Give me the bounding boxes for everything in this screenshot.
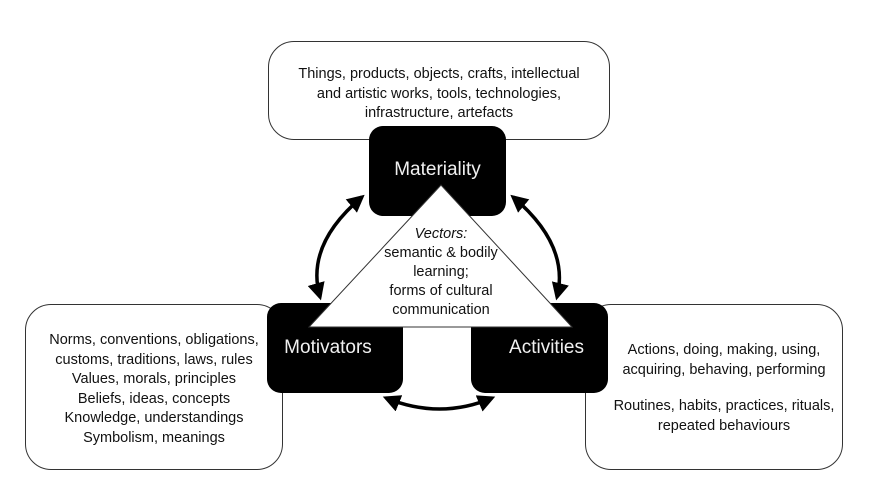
desc-line: infrastructure, artefacts (364, 105, 514, 121)
motivators-description-box: Norms, conventions, obligations, customs… (25, 304, 283, 470)
vectors-line: forms of cultural (389, 283, 493, 299)
desc-line: Norms, conventions, obligations, (49, 332, 259, 348)
materiality-label: Materiality (394, 159, 481, 180)
materiality-description: Things, products, objects, crafts, intel… (269, 65, 609, 124)
motivators-description: Norms, conventions, obligations, customs… (26, 331, 282, 448)
motivators-label: Motivators (284, 337, 372, 358)
desc-line: customs, traditions, laws, rules (55, 351, 253, 368)
vectors-line: communication (392, 302, 490, 318)
desc-line: Beliefs, ideas, concepts (77, 390, 231, 407)
desc-line: Routines, habits, practices, rituals, (613, 398, 835, 414)
activities-description: Actions, doing, making, using, acquiring… (606, 341, 842, 436)
activities-description-box: Actions, doing, making, using, acquiring… (585, 304, 843, 470)
arrow-materiality-motivators (307, 194, 365, 301)
activities-label: Activities (509, 337, 584, 358)
desc-line: Values, morals, principles (71, 371, 237, 387)
desc-line: and artistic works, tools, technologies, (316, 85, 562, 102)
vectors-text: Vectors: semantic & bodily learning; for… (366, 225, 516, 320)
desc-line: repeated behaviours (657, 417, 791, 434)
arrow-motivators-activities (382, 395, 496, 412)
vectors-line: semantic & bodily (384, 245, 498, 261)
desc-line: Things, products, objects, crafts, intel… (298, 66, 580, 82)
desc-line: Knowledge, understandings (64, 410, 244, 426)
desc-line: Symbolism, meanings (83, 429, 225, 446)
vectors-triangle (307, 184, 574, 328)
desc-line: Actions, doing, making, using, (627, 342, 821, 358)
vectors-line: learning; (413, 264, 469, 280)
vectors-title: Vectors: (414, 226, 468, 242)
materiality-description-box: Things, products, objects, crafts, intel… (268, 41, 610, 140)
arrow-materiality-activities (510, 194, 569, 301)
desc-line: acquiring, behaving, performing (622, 361, 826, 378)
